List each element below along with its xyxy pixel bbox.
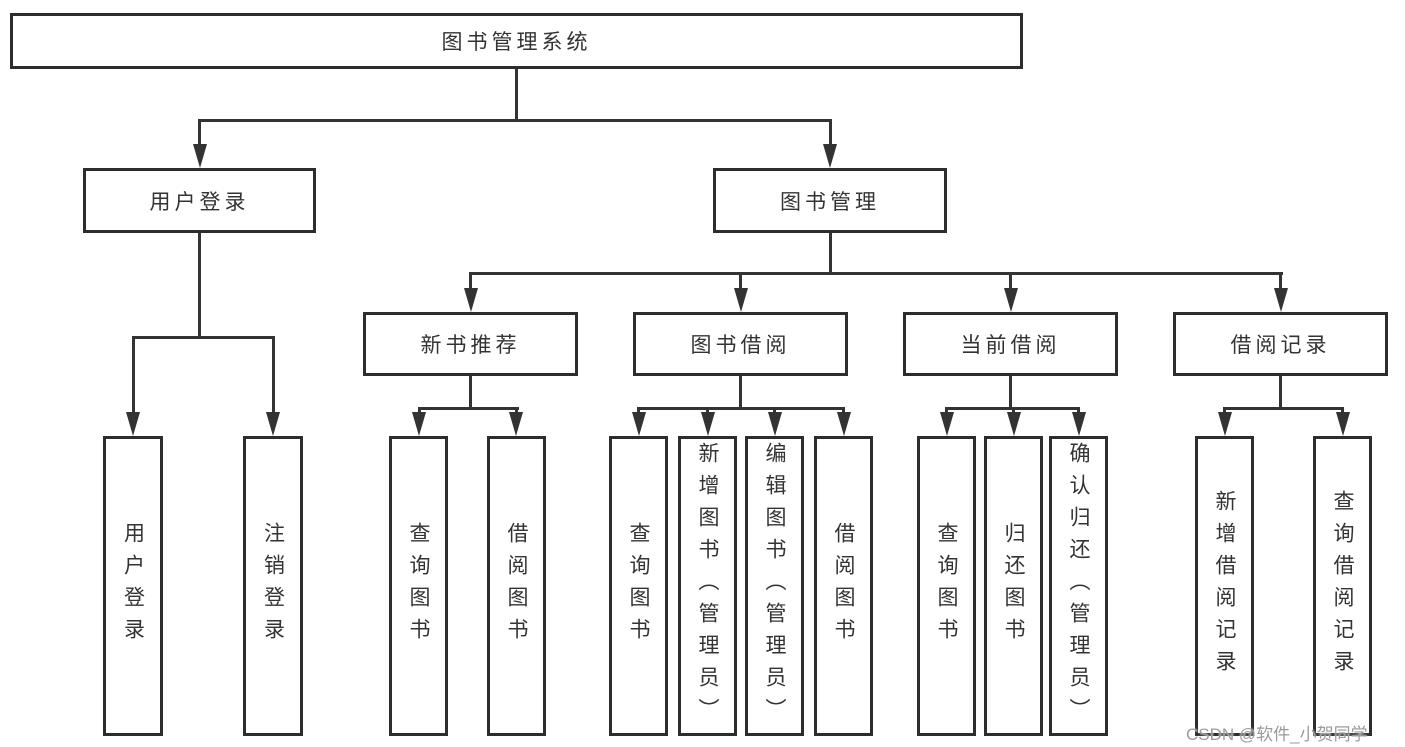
arrow-down-icon	[939, 412, 954, 436]
node-edit-book-admin: 编辑图书（管理员）	[745, 436, 804, 736]
arrow-down-icon	[1335, 412, 1350, 436]
connector-line	[469, 271, 1283, 275]
node-label: 图书管理	[780, 190, 880, 214]
node-user-login: 用户登录	[83, 168, 316, 233]
node-label: 查询图书	[935, 522, 958, 650]
arrow-down-icon	[1006, 412, 1021, 436]
connector-line	[1077, 408, 1080, 414]
arrow-down-icon	[733, 288, 748, 312]
node-add-book-admin: 新增图书（管理员）	[678, 436, 737, 736]
connector-line	[637, 408, 640, 414]
node-add-borrow-record: 新增借阅记录	[1195, 436, 1254, 736]
node-library-management-system: 图书管理系统	[10, 13, 1023, 69]
node-label: 新增借阅记录	[1213, 490, 1236, 682]
arrow-down-icon	[1273, 288, 1288, 312]
node-label: 编辑图书（管理员）	[763, 442, 786, 730]
connector-line	[828, 120, 832, 146]
connector-line	[1012, 408, 1015, 414]
node-query-books-3: 查询图书	[917, 436, 976, 736]
arrow-down-icon	[126, 412, 140, 436]
connector-line	[1279, 273, 1282, 289]
node-borrow-books-2: 借阅图书	[814, 436, 873, 736]
node-label: 图书管理系统	[441, 31, 592, 54]
connector-line	[515, 69, 518, 120]
arrow-down-icon	[823, 144, 837, 168]
connector-line	[198, 233, 201, 338]
connector-line	[1279, 376, 1282, 409]
node-borrow-books-1: 借阅图书	[487, 436, 546, 736]
arrow-down-icon	[412, 412, 426, 436]
node-book-management: 图书管理	[713, 168, 947, 233]
connector-line	[1009, 376, 1012, 409]
connector-line	[198, 120, 201, 146]
arrow-down-icon	[1003, 288, 1018, 312]
arrow-down-icon	[1071, 412, 1086, 436]
connector-line	[417, 406, 519, 410]
arrow-down-icon	[700, 412, 715, 436]
node-label: 借阅图书	[505, 522, 528, 650]
node-query-books-1: 查询图书	[389, 436, 448, 736]
connector-line	[773, 408, 776, 414]
connector-line	[271, 337, 275, 414]
node-label: 归还图书	[1002, 522, 1025, 650]
node-confirm-return-admin: 确认归还（管理员）	[1049, 436, 1108, 736]
arrow-down-icon	[509, 412, 523, 436]
connector-line	[469, 273, 472, 289]
arrow-down-icon	[767, 412, 782, 436]
node-label: 用户登录	[149, 190, 250, 214]
arrow-down-icon	[266, 412, 280, 436]
connector-line	[828, 233, 832, 274]
node-query-borrow-record: 查询借阅记录	[1313, 436, 1372, 736]
node-user-login-leaf: 用户登录	[103, 436, 163, 736]
connector-line	[1341, 408, 1344, 414]
node-label: 用户登录	[121, 522, 145, 650]
connector-line	[739, 273, 742, 289]
connector-line	[842, 408, 845, 414]
connector-line	[131, 337, 135, 414]
node-label: 新书推荐	[420, 334, 521, 357]
node-book-borrowing: 图书借阅	[633, 312, 848, 376]
connector-line	[706, 408, 709, 414]
node-borrowing-records: 借阅记录	[1173, 312, 1388, 376]
connector-line	[637, 406, 845, 410]
arrow-down-icon	[631, 412, 646, 436]
connector-line	[198, 118, 832, 122]
node-label: 借阅记录	[1230, 334, 1331, 357]
node-label: 查询借阅记录	[1331, 490, 1354, 682]
node-current-borrowing: 当前借阅	[903, 312, 1118, 376]
connector-line	[1223, 408, 1226, 414]
watermark: CSDN @软件_小贺同学	[1186, 725, 1368, 744]
node-logout: 注销登录	[243, 436, 303, 736]
node-new-book-recommendation: 新书推荐	[363, 312, 578, 376]
node-query-books-2: 查询图书	[609, 436, 668, 736]
connector-line	[739, 376, 742, 409]
connector-line	[945, 408, 948, 414]
connector-line	[131, 335, 275, 339]
connector-line	[514, 408, 518, 414]
node-label: 查询图书	[627, 522, 650, 650]
node-label: 确认归还（管理员）	[1067, 442, 1090, 730]
node-label: 查询图书	[407, 522, 430, 650]
arrow-down-icon	[192, 144, 207, 168]
arrow-down-icon	[836, 412, 851, 436]
connector-line	[1223, 406, 1344, 410]
node-label: 图书借阅	[690, 334, 791, 357]
connector-line	[469, 376, 472, 409]
node-label: 新增图书（管理员）	[696, 442, 719, 730]
node-label: 借阅图书	[832, 522, 855, 650]
connector-line	[1009, 273, 1012, 289]
connector-line	[417, 408, 421, 414]
arrow-down-icon	[463, 288, 478, 312]
node-return-book: 归还图书	[984, 436, 1043, 736]
node-label: 注销登录	[261, 522, 285, 650]
arrow-down-icon	[1217, 412, 1232, 436]
node-label: 当前借阅	[960, 334, 1061, 357]
